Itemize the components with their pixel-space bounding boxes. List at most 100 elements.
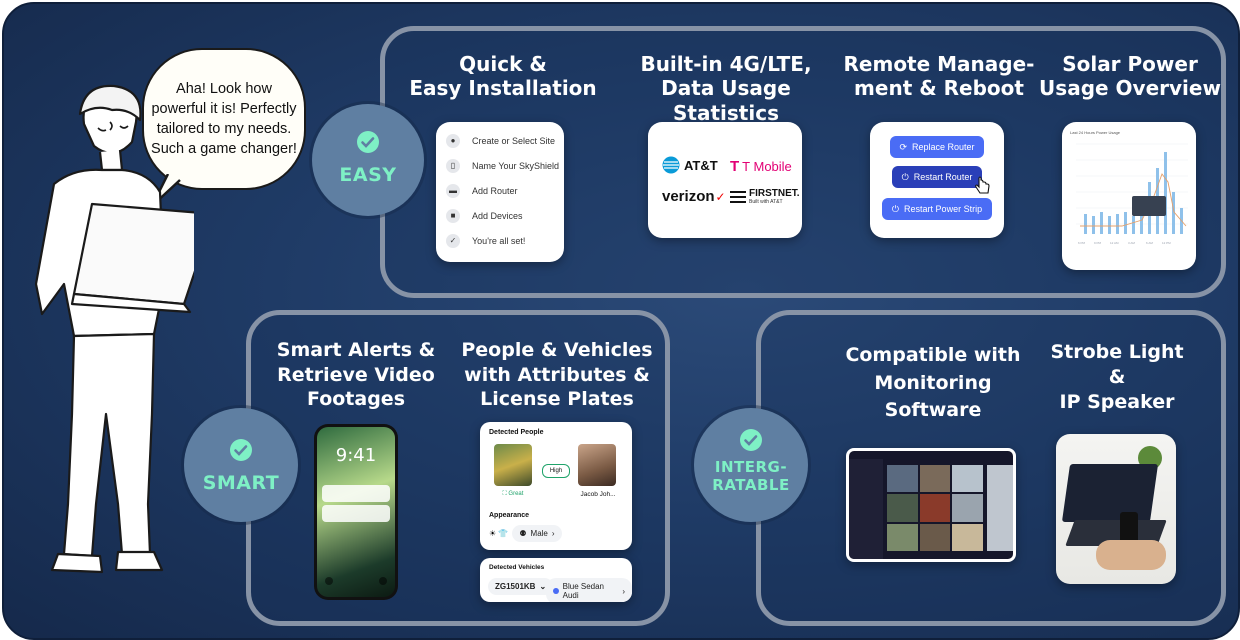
firstnet-logo: FIRSTNET. Built with AT&T [730,188,800,205]
tmobile-text: T Mobile [742,159,792,174]
badge-smart-label: SMART [202,472,280,494]
svg-text:12 AM: 12 AM [1110,241,1119,245]
detection-thumbnail [494,444,532,486]
svg-text:6 PM: 6 PM [1078,241,1086,245]
title-line: Quick & [459,52,547,76]
power-icon: ⏻ [891,203,900,214]
license-plate-tag[interactable]: ZG1501KB⌄ [488,578,554,595]
check-icon: ✓ [446,233,460,248]
restart-router-button[interactable]: ⏻Restart Router [892,166,982,188]
firstnet-bars-icon [730,190,746,203]
attribute-icons: ☀ 👕 [489,529,509,538]
badge-integratable-label-2: RATABLE [712,476,790,494]
title-line: ment & Reboot [854,76,1024,101]
checkmark-icon [740,429,762,451]
replace-router-button[interactable]: ⟳ Replace Router [890,136,984,158]
appearance-heading: Appearance [489,512,530,519]
phone-clock: 9:41 [335,445,377,466]
button-label: Restart Router [913,172,973,182]
checkmark-icon [357,131,379,153]
carrier-logos-card: AT&T T T Mobile verizon ✓ FIRSTNET. Buil… [648,122,802,238]
title-line: Easy Installation [409,76,597,101]
gender-tag[interactable]: ⚉ Male › [512,525,562,542]
refresh-icon: ⟳ [899,141,907,152]
badge-smart: SMART [184,408,298,522]
detected-people-card: Detected People ⛶ Great High Jacob Joh..… [480,422,632,550]
step-label: Add Router [472,185,518,196]
verizon-check-icon: ✓ [715,189,726,204]
notification [322,505,390,522]
phone-mockup: 9:41 [314,424,398,600]
vehicle-text: Blue Sedan Audi [562,582,605,600]
remote-management-card: ⟳Replace Router ⏻Restart Router ⏻Restart… [870,122,1004,238]
tmobile-logo: T T Mobile [730,158,792,175]
step-create-site: ● Create or Select Site [436,128,564,153]
step-label: You're all set! [472,235,526,246]
camera-feed [887,523,918,551]
card-heading: Detected Vehicles [489,564,545,571]
att-logo: AT&T [662,156,718,174]
step-name-device: ▯Name Your SkyShield [436,153,564,178]
title-line: Data Usage Statistics [661,76,791,125]
quality-text: Great [508,491,524,497]
match-pill: High [542,464,570,478]
strobe-speaker-photo [1056,434,1176,584]
title-line: Compatible with [845,344,1021,366]
location-pin-icon: ● [446,133,460,148]
vms-right-panel [987,465,1013,551]
pointer-hand-cursor-icon [975,176,990,194]
camera-feed [887,494,918,522]
camera-feed [952,465,983,493]
restart-power-strip-button[interactable]: ⏻ Restart Power Strip [882,198,992,220]
camera-feed [952,523,983,551]
button-label: Replace Router [912,142,975,152]
plate-text: ZG1501KB [495,582,536,591]
notification [322,485,390,502]
smartphone-illustration [1120,512,1138,544]
title-remote-management: Remote Manage- ment & Reboot [842,52,1036,101]
svg-text:9 PM: 9 PM [1094,241,1102,245]
camera-feed [919,465,951,493]
camera-feed [952,494,983,522]
install-steps-card: ● Create or Select Site ▯Name Your SkyShi… [436,122,564,262]
router-icon: ▬ [446,183,460,198]
title-monitoring-software: Compatible with Monitoring Software [838,342,1028,425]
title-line: Strobe Light [1050,341,1184,363]
vms-screen [849,451,1013,559]
step-add-devices: ■Add Devices [436,203,564,228]
firstnet-subtext: Built with AT&T [749,199,783,205]
vehicle-tag[interactable]: Blue Sedan Audi › [546,578,632,602]
firstnet-text: FIRSTNET. [749,188,800,199]
hands-illustration [1096,540,1166,570]
camera-feed [919,494,951,522]
title-smart-alerts: Smart Alerts & Retrieve Video Footages [266,338,446,412]
title-line: Monitoring [874,371,992,394]
step-add-router: ▬ Add Router [436,178,564,203]
badge-integratable-label-1: INTERG- [714,458,788,476]
title-line: Smart Alerts & [276,339,436,361]
title-line: with Attributes & [464,363,650,386]
title-line: Retrieve Video [277,363,435,386]
monitoring-software-card [846,448,1016,562]
title-strobe-speaker: Strobe Light & IP Speaker [1034,340,1200,415]
title-line: License Plates [480,388,634,411]
att-text: AT&T [684,157,718,173]
device-icon: ▯ [446,158,460,173]
verizon-logo: verizon ✓ [662,188,726,205]
title-line: & [1108,366,1126,389]
step-label: Create or Select Site [472,135,556,146]
title-line: Solar Power [1062,52,1198,76]
step-all-set: ✓ You're all set! [436,228,564,253]
title-line: Footages [306,388,405,411]
solar-chart-title: Last 24 Hours Power Usage [1070,130,1121,135]
title-line: IP Speaker [1059,391,1175,414]
badge-integratable: INTERG- RATABLE [694,408,808,522]
speech-bubble: Aha! Look how powerful it is! Perfectly … [142,48,306,190]
speech-text: Aha! Look how powerful it is! Perfectly … [151,81,297,157]
appearance-attributes: ☀ 👕 ⚉ Male › [489,525,562,542]
card-heading: Detected People [489,429,544,436]
badge-easy-label: EASY [339,164,397,186]
button-label: Restart Power Strip [904,204,983,214]
camera-icon: ■ [446,208,460,223]
title-people-vehicles: People & Vehicles with Attributes & Lice… [454,338,660,412]
